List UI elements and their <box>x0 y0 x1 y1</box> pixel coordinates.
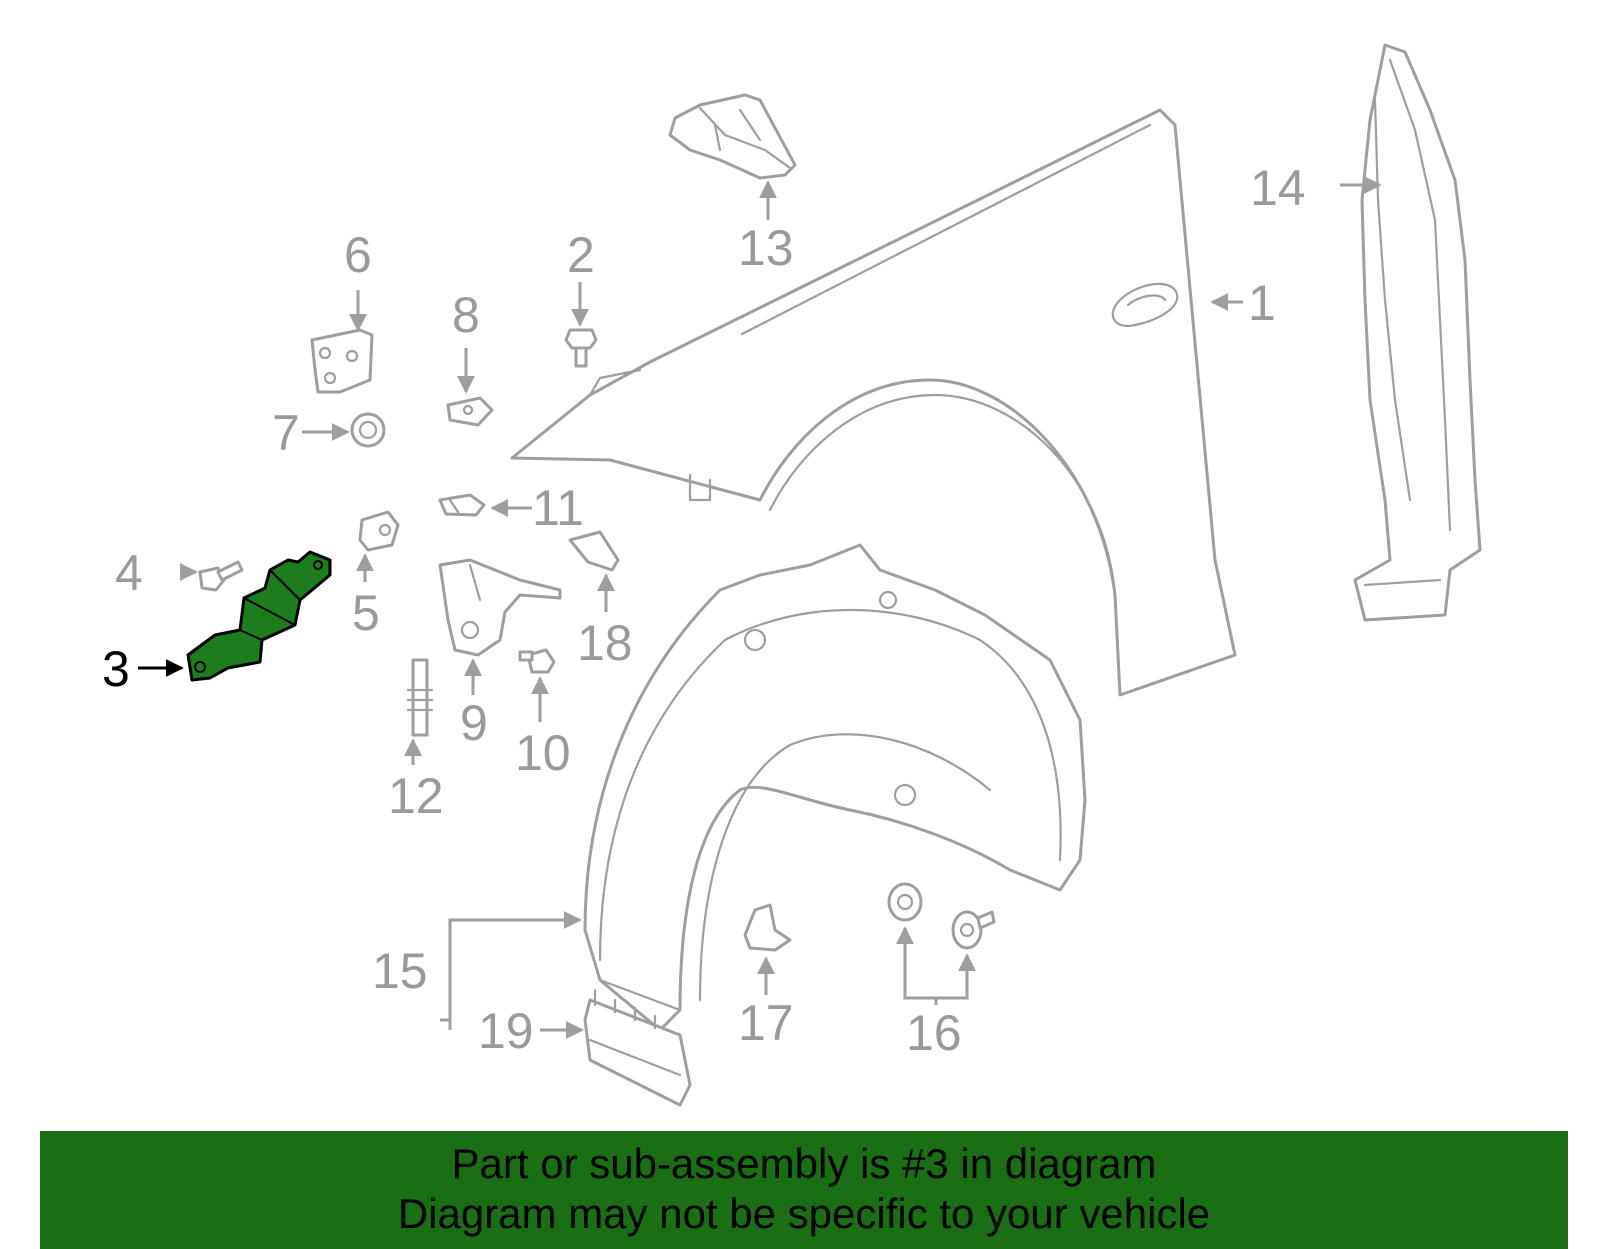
part-5-bracket <box>358 510 400 552</box>
part-14-seal <box>1353 43 1482 622</box>
callout-19: 19 <box>478 1003 534 1059</box>
info-banner: Part or sub-assembly is #3 in diagram Di… <box>40 1131 1568 1249</box>
part-1-fender <box>510 108 1237 697</box>
part-2-bolt <box>564 328 598 368</box>
part-16-retainers <box>887 882 996 950</box>
banner-line-1: Part or sub-assembly is #3 in diagram <box>451 1140 1157 1187</box>
callout-labels: 1 2 3 4 5 6 7 8 9 10 11 12 13 14 15 16 1… <box>102 160 1306 1061</box>
callout-15: 15 <box>372 943 428 999</box>
part-12-stud <box>406 658 434 737</box>
callout-6: 6 <box>344 227 372 283</box>
part-15-wheel-liner <box>583 543 1087 1032</box>
callout-9: 9 <box>460 695 488 751</box>
part-8-clip <box>446 396 494 427</box>
callout-14: 14 <box>1250 160 1306 216</box>
callout-4: 4 <box>115 545 143 601</box>
part-3-bracket-highlighted <box>186 550 332 682</box>
leader-lines <box>138 176 1382 1039</box>
callout-5: 5 <box>352 585 380 641</box>
callout-2: 2 <box>567 227 595 283</box>
part-9-bracket <box>438 558 562 657</box>
part-6-bracket <box>310 328 374 394</box>
part-13-bracket <box>668 93 797 180</box>
callout-16: 16 <box>906 1005 962 1061</box>
part-7-nut <box>350 412 386 448</box>
callout-12: 12 <box>388 768 444 824</box>
callout-8: 8 <box>452 287 480 343</box>
part-10-bolt <box>518 648 556 674</box>
part-19-deflector <box>583 988 692 1107</box>
part-4-bolt <box>198 560 244 592</box>
callout-13: 13 <box>738 220 794 276</box>
callout-1: 1 <box>1248 275 1276 331</box>
part-17-pushpin <box>743 903 792 952</box>
part-18-pad <box>568 530 620 572</box>
callout-11: 11 <box>532 480 584 536</box>
callout-7: 7 <box>272 405 300 461</box>
part-11-clip <box>438 493 486 517</box>
banner-line-2: Diagram may not be specific to your vehi… <box>397 1190 1211 1237</box>
callout-18: 18 <box>577 615 633 671</box>
callout-3: 3 <box>102 641 130 697</box>
callout-10: 10 <box>515 725 571 781</box>
callout-17: 17 <box>738 995 794 1051</box>
